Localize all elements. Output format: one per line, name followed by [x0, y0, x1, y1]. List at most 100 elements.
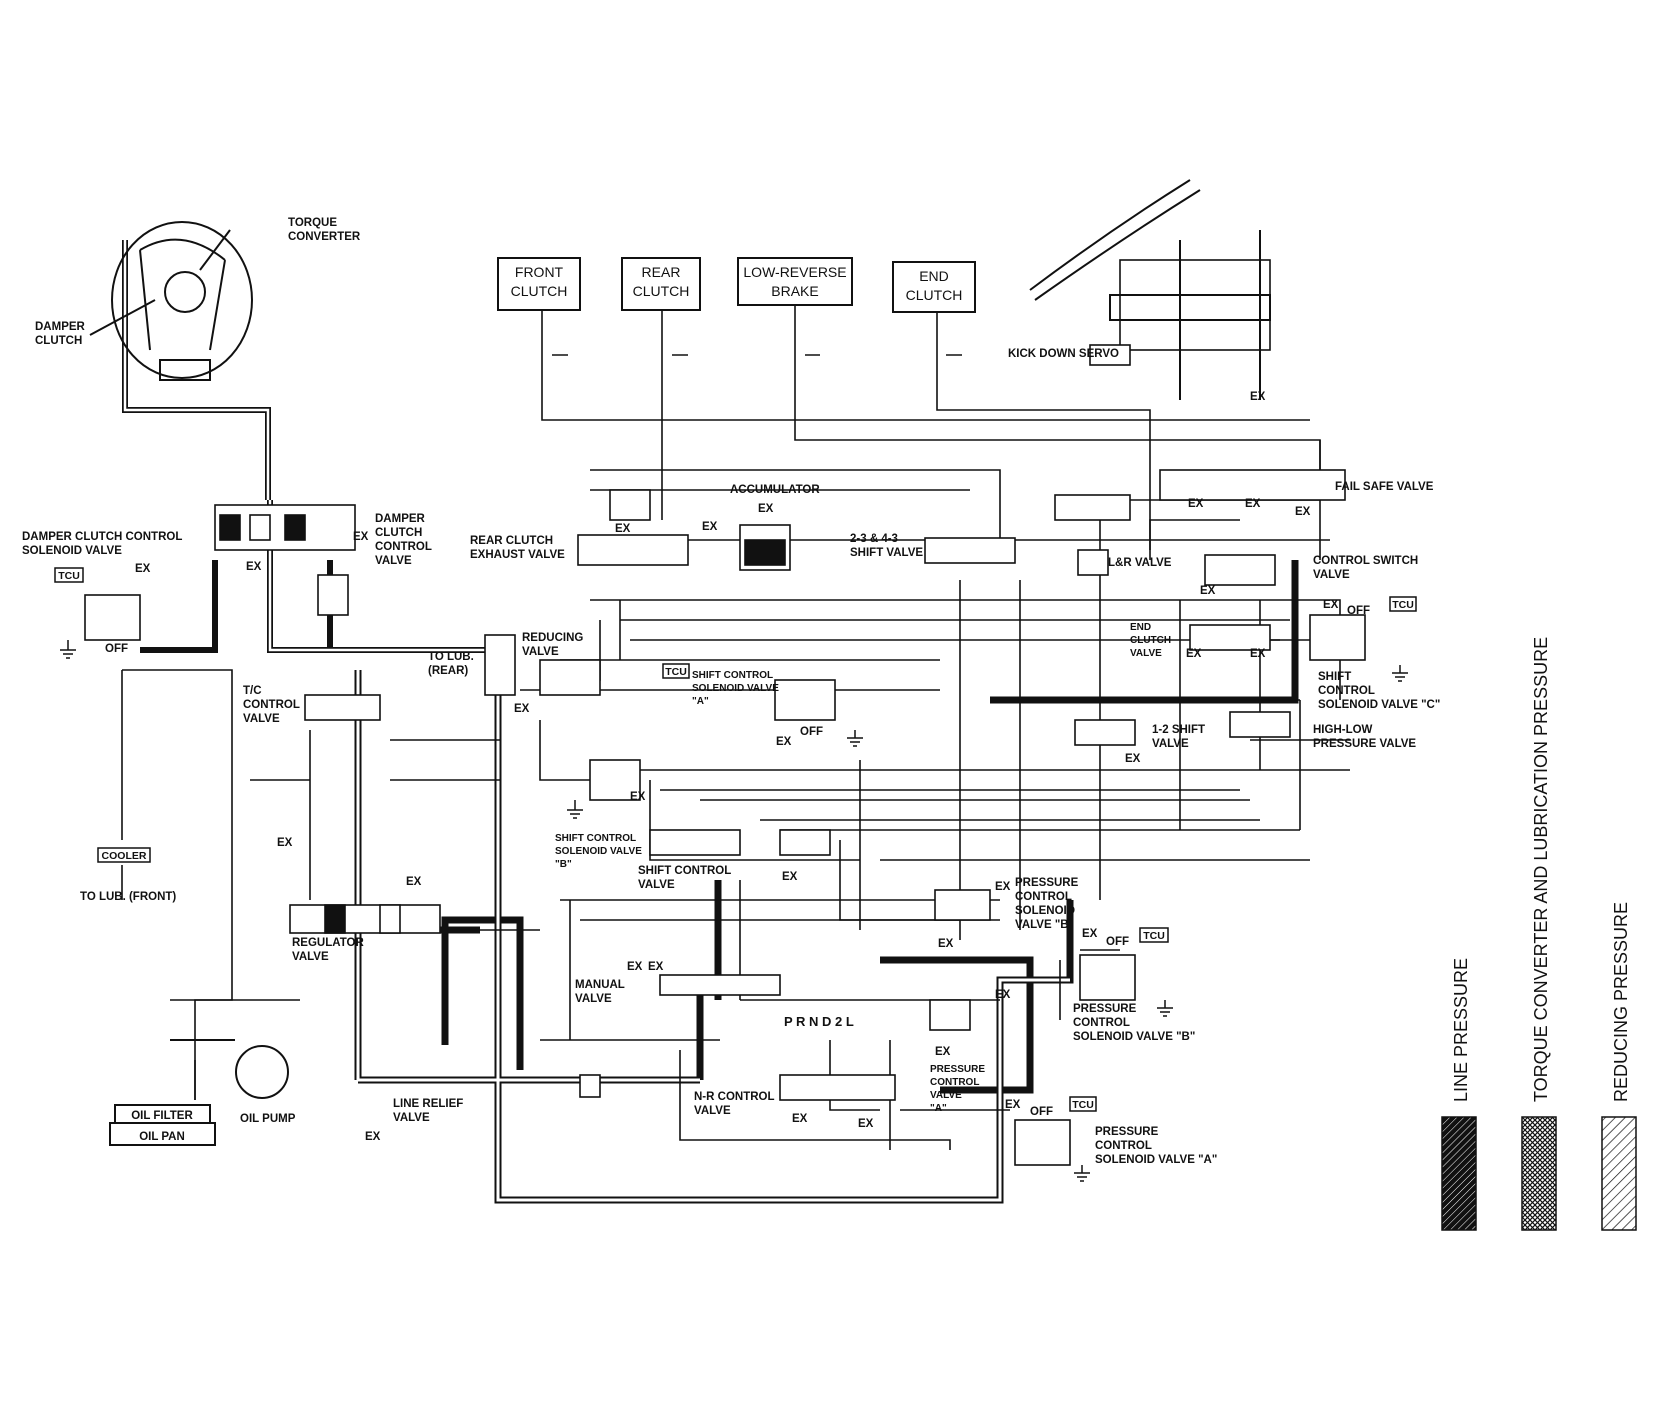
end-clutch-valve-label-2: CLUTCH	[1130, 635, 1171, 646]
pcv-a-label-4: "A"	[930, 1103, 947, 1114]
oil-pan-label: OIL PAN	[139, 1131, 185, 1143]
manual-valve-label-1: MANUAL	[575, 979, 625, 991]
ground-symbols	[60, 640, 1408, 1182]
valve-bodies	[84, 259, 1366, 1166]
high-low-label-1: HIGH-LOW	[1313, 724, 1373, 736]
shift-cv-label-1: SHIFT CONTROL	[638, 865, 731, 877]
ex-label: EX	[1125, 753, 1141, 765]
ex-label: EX	[627, 961, 643, 973]
ex-label: EX	[277, 837, 293, 849]
damper-cv-label-4: VALVE	[375, 555, 412, 567]
torque-converter-label-2: CONVERTER	[288, 231, 361, 243]
end-clutch-label-1: END	[919, 268, 949, 284]
low-reverse-brake-box: LOW-REVERSE BRAKE	[737, 257, 853, 306]
ex-label: EX	[995, 989, 1011, 1001]
rear-clutch-exhaust-label-2: EXHAUST VALVE	[470, 549, 565, 561]
rear-clutch-box: REAR CLUTCH	[621, 257, 701, 311]
low-reverse-brake-label-1: LOW-REVERSE	[743, 264, 846, 280]
legend-swatch-line	[1441, 1116, 1477, 1231]
damper-cv-label-1: DAMPER	[375, 513, 426, 525]
end-clutch-label-2: CLUTCH	[906, 287, 963, 303]
pcsv-a-label-3: SOLENOID VALVE "A"	[1095, 1154, 1217, 1166]
shift-valve-12-label-2: VALVE	[1152, 738, 1189, 750]
kick-down-servo-label: KICK DOWN SERVO	[1008, 348, 1119, 360]
nr-control-label-1: N-R CONTROL	[694, 1091, 775, 1103]
legend-line-pressure: LINE PRESSURE	[1441, 958, 1477, 1231]
ex-label: EX	[1200, 585, 1216, 597]
low-reverse-brake-label-2: BRAKE	[771, 283, 818, 299]
control-switch-label-2: VALVE	[1313, 569, 1350, 581]
pcsv-a-label-1: PRESSURE	[1095, 1126, 1159, 1138]
legend-label-diag: REDUCING PRESSURE	[1611, 902, 1631, 1102]
shift-sv-b-label-3: "B"	[555, 859, 572, 870]
tc-control-valve-label-3: VALVE	[243, 713, 280, 725]
shift-cv-label-2: VALVE	[638, 879, 675, 891]
off-label: OFF	[1030, 1106, 1053, 1118]
pcv-a-label-2: CONTROL	[930, 1077, 979, 1088]
ex-label: EX	[135, 563, 151, 575]
to-lub-rear-label-2: (REAR)	[428, 665, 468, 677]
ex-label: EX	[1005, 1099, 1021, 1111]
line-pressure-inner	[356, 660, 1070, 1202]
regulator-valve-label-2: VALVE	[292, 951, 329, 963]
tc-lubrication-passages	[122, 240, 505, 653]
pcsv-b-upper-label-3: SOLENOID	[1015, 905, 1075, 917]
lr-valve-label: L&R VALVE	[1108, 557, 1172, 569]
torque-converter-label-1: TORQUE	[288, 217, 337, 229]
ex-label: EX	[615, 523, 631, 535]
torque-converter	[89, 221, 253, 381]
legend-reducing-pressure: REDUCING PRESSURE	[1601, 902, 1637, 1231]
front-clutch-label-1: FRONT	[515, 264, 564, 280]
ex-label: EX	[630, 791, 646, 803]
tcu-label-damper: TCU	[58, 570, 80, 582]
end-clutch-valve-label-1: END	[1130, 622, 1151, 633]
ex-label: EX	[758, 503, 774, 515]
tcu-label-shift-a: TCU	[665, 666, 687, 678]
off-label: OFF	[1106, 936, 1129, 948]
ex-label: EX	[782, 871, 798, 883]
legend-swatch-diag	[1601, 1116, 1637, 1231]
end-clutch-valve-label-3: VALVE	[1130, 648, 1162, 659]
damper-sv-label-1: DAMPER CLUTCH CONTROL	[22, 531, 182, 543]
damper-clutch-label-2: CLUTCH	[35, 335, 82, 347]
legend-swatch-crosshatch	[1521, 1116, 1557, 1231]
ex-label: EX	[1188, 498, 1204, 510]
legend-label-line: LINE PRESSURE	[1451, 958, 1471, 1102]
tc-control-valve-label-2: CONTROL	[243, 699, 300, 711]
front-clutch-label-2: CLUTCH	[511, 283, 568, 299]
ex-label: EX	[938, 938, 954, 950]
kick-down-servo-assembly	[1029, 179, 1271, 400]
rear-clutch-label-2: CLUTCH	[633, 283, 690, 299]
regulator-valve-label-1: REGULATOR	[292, 937, 364, 949]
control-switch-label-1: CONTROL SWITCH	[1313, 555, 1418, 567]
ex-label: EX	[1250, 391, 1266, 403]
shift-sv-c-label-2: CONTROL	[1318, 685, 1375, 697]
shift-sv-a-label-3: "A"	[692, 696, 709, 707]
tc-control-valve-label-1: T/C	[243, 685, 262, 697]
damper-clutch-label-1: DAMPER	[35, 321, 86, 333]
fail-safe-label: FAIL SAFE VALVE	[1335, 481, 1434, 493]
ex-label: EX	[1250, 648, 1266, 660]
damper-cv-label-2: CLUTCH	[375, 527, 422, 539]
reducing-valve-label-2: VALVE	[522, 646, 559, 658]
shift-valve-23-label-1: 2-3 & 4-3	[850, 533, 898, 545]
ex-label: EX	[1082, 928, 1098, 940]
tc-lubrication-inner	[123, 240, 505, 652]
ex-label: EX	[792, 1113, 808, 1125]
shift-sv-b-label-1: SHIFT CONTROL	[555, 833, 636, 844]
pcsv-b-lower-label-2: CONTROL	[1073, 1017, 1130, 1029]
pcsv-b-upper-label-1: PRESSURE	[1015, 877, 1079, 889]
shift-sv-b-label-2: SOLENOID VALVE	[555, 846, 642, 857]
prnd2l-label: P R N D 2 L	[784, 1014, 854, 1029]
end-clutch-box: END CLUTCH	[892, 261, 976, 313]
ex-label: EX	[1245, 498, 1261, 510]
component-labels: TORQUE CONVERTER DAMPER CLUTCH DAMPER CL…	[22, 217, 1440, 1166]
to-lub-rear-label-1: TO LUB.	[428, 651, 474, 663]
cooler-label: COOLER	[102, 850, 147, 862]
legend: LINE PRESSURE TORQUE CONVERTER AND LUBRI…	[1441, 637, 1637, 1231]
ex-label: EX	[1323, 599, 1339, 611]
ex-label: EX	[406, 876, 422, 888]
off-label: OFF	[1347, 605, 1370, 617]
rear-clutch-exhaust-label-1: REAR CLUTCH	[470, 535, 553, 547]
